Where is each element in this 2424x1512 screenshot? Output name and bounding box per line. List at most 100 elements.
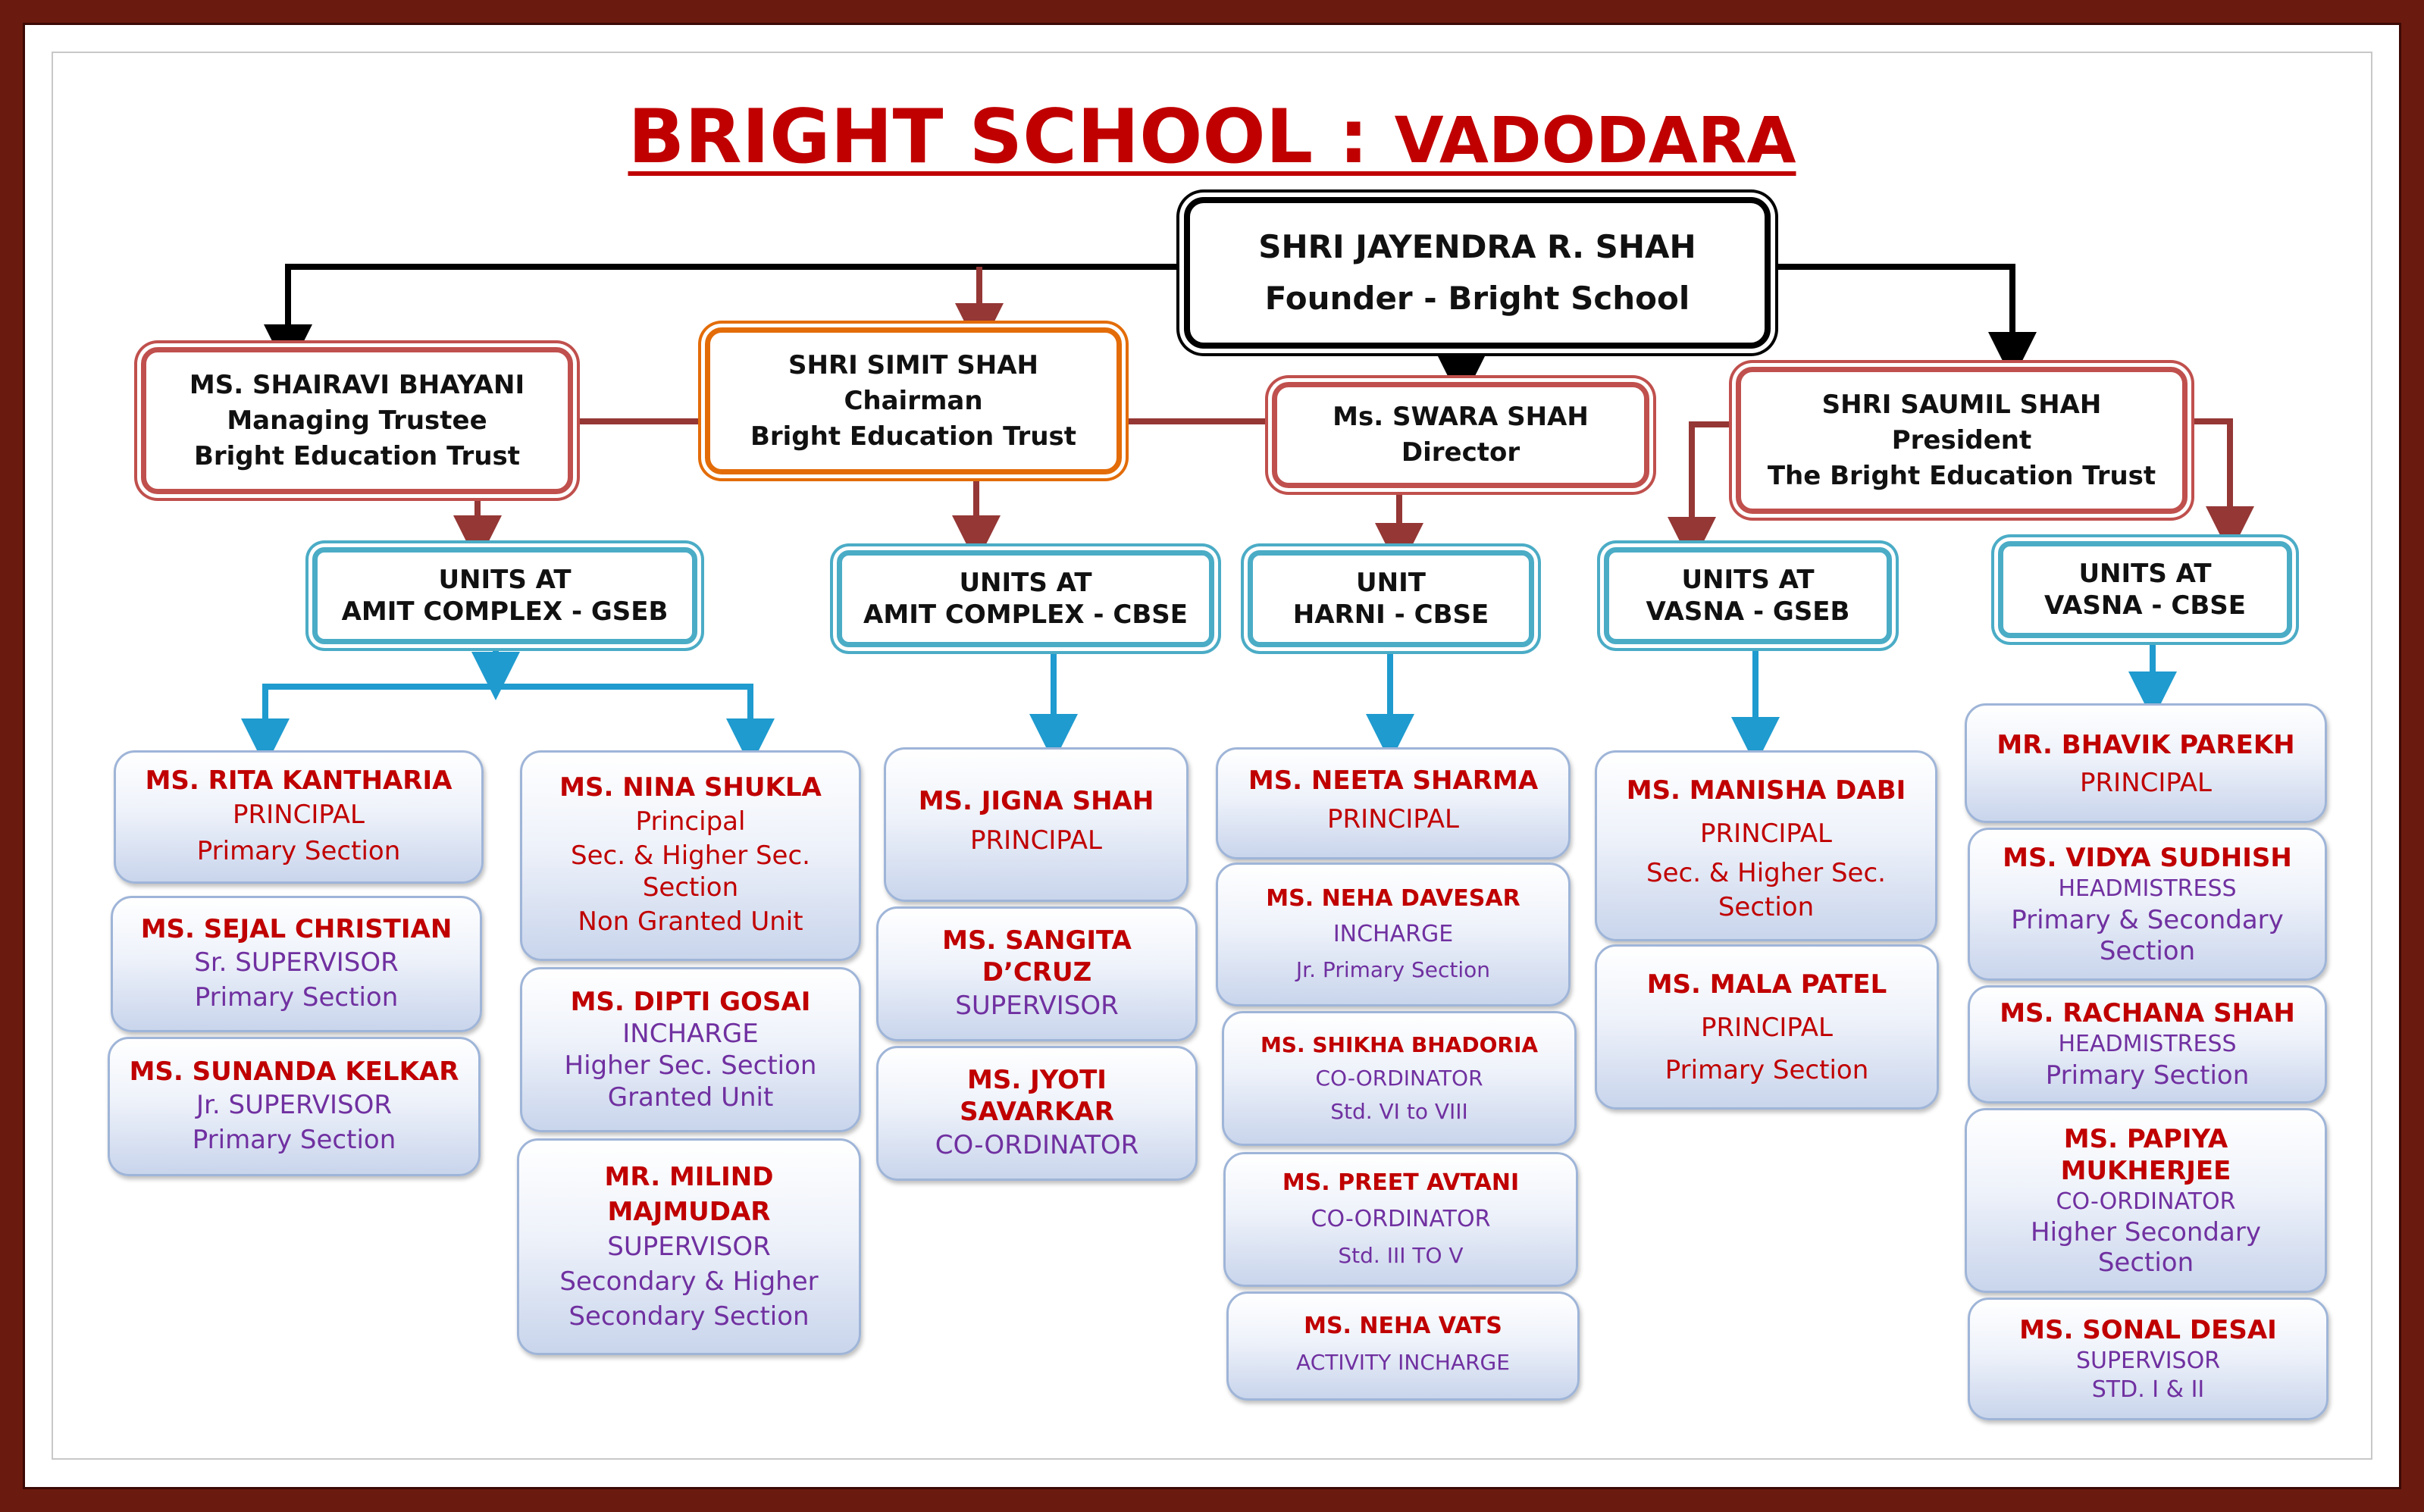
staff-role: Sr. SUPERVISOR — [194, 947, 399, 978]
unit-harni-cbse: UNIT HARNI - CBSE — [1248, 550, 1534, 647]
staff-card-dipti-gosai: MS. DIPTI GOSAI INCHARGE Higher Sec. Sec… — [520, 967, 861, 1132]
staff-section: Sec. & Higher Sec. — [571, 841, 810, 871]
unit-line1: UNITS AT — [2078, 559, 2212, 589]
staff-role: HEADMISTRESS — [2058, 875, 2237, 902]
gseb-branch-line — [262, 684, 753, 744]
trustee-box-swara: Ms. SWARA SHAH Director — [1272, 382, 1649, 488]
staff-role: SUPERVISOR — [2075, 1348, 2221, 1374]
staff-section: Std. III TO V — [1338, 1243, 1464, 1268]
staff-name: MS. SEJAL CHRISTIAN — [140, 914, 453, 944]
staff-card-milind-majmudar: MR. MILIND MAJMUDAR SUPERVISOR Secondary… — [517, 1138, 861, 1355]
staff-name: MS. SANGITA — [942, 925, 1132, 956]
staff-section: Primary Section — [192, 1125, 396, 1155]
unit-vasna-cbse: UNITS AT VASNA - CBSE — [1998, 541, 2292, 638]
trustee-role: Chairman — [844, 385, 983, 416]
founder-to-saumil-line — [1772, 264, 2037, 380]
staff-role: CO-ORDINATOR — [1311, 1206, 1491, 1232]
staff-role: SUPERVISOR — [607, 1232, 771, 1262]
trustee-org: The Bright Education Trust — [1767, 460, 2156, 491]
staff-section: STD. I & II — [2091, 1376, 2205, 1403]
staff-card-jyoti-savarkar: MS. JYOTI SAVARKAR CO-ORDINATOR — [876, 1046, 1198, 1181]
staff-name: MR. BHAVIK PAREKH — [1997, 730, 2295, 760]
trustee-name: SHRI SIMIT SHAH — [788, 349, 1038, 380]
trustee-org: Bright Education Trust — [193, 440, 521, 471]
staff-card-rita-kantharia: MS. RITA KANTHARIA PRINCIPAL Primary Sec… — [114, 750, 484, 884]
staff-role: ACTIVITY INCHARGE — [1296, 1350, 1510, 1375]
staff-role: INCHARGE — [1333, 921, 1454, 947]
staff-role: Jr. SUPERVISOR — [196, 1090, 392, 1120]
staff-card-sejal-christian: MS. SEJAL CHRISTIAN Sr. SUPERVISOR Prima… — [111, 896, 482, 1032]
staff-name: MS. NEHA DAVESAR — [1266, 885, 1520, 912]
staff-section: Secondary Section — [568, 1301, 810, 1332]
staff-name: MR. MILIND — [604, 1162, 774, 1192]
founder-name: SHRI JAYENDRA R. SHAH — [1258, 228, 1696, 265]
unit-line2: HARNI - CBSE — [1292, 599, 1489, 630]
unit-line2: AMIT COMPLEX - GSEB — [341, 596, 669, 627]
unit-line2: AMIT COMPLEX - CBSE — [863, 599, 1188, 630]
staff-section: Primary Section — [1665, 1055, 1869, 1085]
staff-section: Secondary & Higher — [559, 1266, 819, 1297]
staff-card-sunanda-kelkar: MS. SUNANDA KELKAR Jr. SUPERVISOR Primar… — [108, 1037, 481, 1176]
staff-role: Principal — [635, 806, 746, 837]
staff-card-rachana-shah: MS. RACHANA SHAH HEADMISTRESS Primary Se… — [1968, 985, 2327, 1103]
trustee-role: Managing Trustee — [227, 405, 487, 436]
staff-role: CO-ORDINATOR — [2056, 1188, 2236, 1215]
trustee-org: Bright Education Trust — [750, 421, 1077, 452]
staff-name: MS. MALA PATEL — [1646, 969, 1887, 1000]
staff-unit: Granted Unit — [607, 1082, 774, 1113]
trustee-box-saumil: SHRI SAUMIL SHAH President The Bright Ed… — [1736, 367, 2188, 514]
staff-section: Section — [2097, 1247, 2194, 1278]
trustee-role: President — [1891, 424, 2032, 455]
staff-section: Primary Section — [2045, 1060, 2250, 1091]
staff-section: Primary & Secondary — [2011, 905, 2284, 935]
staff-role: SUPERVISOR — [955, 991, 1119, 1021]
unit-line1: UNITS AT — [1681, 565, 1815, 595]
chart-title: BRIGHT SCHOOL : VADODARA — [0, 95, 2424, 182]
trustee-name: SHRI SAUMIL SHAH — [1821, 389, 2102, 420]
staff-name: MS. NEHA VATS — [1304, 1313, 1502, 1339]
staff-name: MS. SONAL DESAI — [2019, 1315, 2277, 1345]
staff-card-mala-patel: MS. MALA PATEL PRINCIPAL Primary Section — [1595, 944, 1939, 1110]
staff-name: MS. PREET AVTANI — [1282, 1169, 1520, 1196]
staff-name: MUKHERJEE — [2060, 1156, 2231, 1186]
founder-role: Founder - Bright School — [1264, 280, 1690, 317]
staff-name: MS. SUNANDA KELKAR — [129, 1057, 459, 1087]
staff-role: PRINCIPAL — [2080, 768, 2212, 798]
trustee-box-shairavi: MS. SHAIRAVI BHAYANI Managing Trustee Br… — [141, 347, 573, 494]
staff-name: MS. VIDYA SUDHISH — [2003, 843, 2292, 873]
staff-name: MS. JIGNA SHAH — [918, 786, 1154, 816]
title-city: VADODARA — [1394, 103, 1796, 177]
staff-name: MS. JYOTI — [967, 1065, 1107, 1095]
staff-section: Section — [642, 872, 739, 903]
saumil-to-vasna-cbse-line — [2188, 418, 2254, 555]
staff-name: MS. DIPTI GOSAI — [570, 987, 811, 1017]
staff-card-jigna-shah: MS. JIGNA SHAH PRINCIPAL — [884, 747, 1189, 902]
unit-amit-gseb: UNITS AT AMIT COMPLEX - GSEB — [312, 547, 697, 644]
staff-name: D’CRUZ — [982, 957, 1092, 988]
staff-card-neha-davesar: MS. NEHA DAVESAR INCHARGE Jr. Primary Se… — [1216, 862, 1571, 1006]
staff-section: Higher Sec. Section — [564, 1050, 817, 1081]
staff-role: CO-ORDINATOR — [1315, 1066, 1483, 1091]
inner-border — [52, 52, 2372, 1460]
staff-name: MS. RITA KANTHARIA — [145, 765, 453, 796]
staff-name: MS. MANISHA DABI — [1626, 775, 1906, 806]
staff-name: MS. NINA SHUKLA — [559, 772, 822, 803]
staff-role: CO-ORDINATOR — [935, 1130, 1139, 1160]
trustee-role: Director — [1401, 437, 1520, 468]
staff-role: PRINCIPAL — [233, 800, 365, 830]
staff-role: PRINCIPAL — [970, 825, 1102, 856]
staff-section: Jr. Primary Section — [1295, 957, 1491, 982]
staff-section: Primary Section — [196, 836, 401, 866]
trustee-name: Ms. SWARA SHAH — [1333, 402, 1589, 432]
unit-line2: VASNA - CBSE — [2044, 590, 2246, 621]
staff-section: Primary Section — [194, 982, 399, 1013]
staff-name: MAJMUDAR — [607, 1197, 771, 1227]
staff-name: MS. SHIKHA BHADORIA — [1260, 1032, 1539, 1057]
staff-section: Section — [1718, 892, 1815, 922]
unit-line1: UNITS AT — [438, 565, 572, 595]
staff-card-nina-shukla: MS. NINA SHUKLA Principal Sec. & Higher … — [520, 750, 861, 961]
staff-card-shikha-bhadoria: MS. SHIKHA BHADORIA CO-ORDINATOR Std. VI… — [1222, 1011, 1577, 1146]
staff-section: Section — [2099, 936, 2196, 966]
staff-name: MS. NEETA SHARMA — [1248, 765, 1539, 796]
unit-line1: UNIT — [1356, 568, 1426, 598]
